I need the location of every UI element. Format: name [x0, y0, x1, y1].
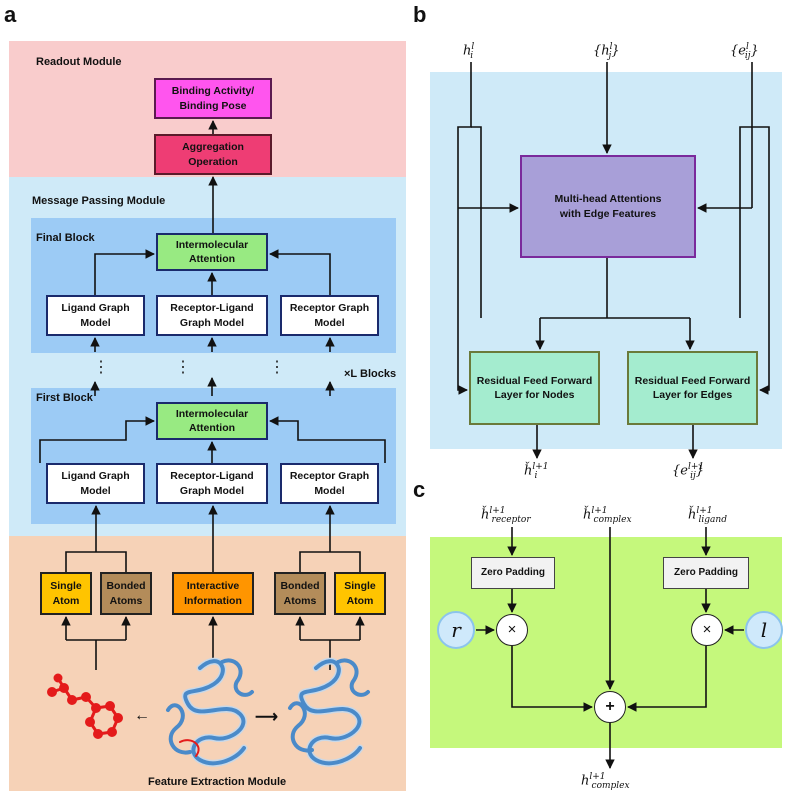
readout-module-title: Readout Module	[36, 56, 122, 68]
first-receptor-graph-box: Receptor Graph Model	[280, 463, 379, 504]
l-symbol: l	[745, 611, 783, 649]
final-receptor-ligand-graph-box: Receptor-Ligand Graph Model	[156, 295, 268, 336]
arrow-to-ligand: ←	[134, 707, 150, 724]
final-receptor-graph-box: Receptor Graph Model	[280, 295, 379, 336]
panel-b-letter: b	[413, 2, 427, 27]
node-ffn-box: Residual Feed Forward Layer for Nodes	[469, 351, 600, 425]
input-h-ligand: ȟl+1ligand	[688, 506, 727, 525]
multi-head-attention-box: Multi-head Attentions with Edge Features	[520, 155, 696, 258]
bonded-atoms-left-box: Bonded Atoms	[100, 572, 152, 615]
r-symbol: r	[437, 611, 475, 649]
bonded-atoms-right-box: Bonded Atoms	[274, 572, 326, 615]
ligand-molecule-icon	[47, 673, 123, 739]
single-atom-right-box: Single Atom	[334, 572, 386, 615]
dots-right: ⋮	[269, 359, 285, 376]
protein-complex-icon	[166, 657, 254, 767]
interactive-information-box: Interactive Information	[172, 572, 254, 615]
dots-middle: ⋮	[175, 359, 191, 376]
input-h-j: {hlj}	[593, 42, 620, 61]
blocks-label: ×L Blocks	[344, 368, 397, 380]
panel-c-letter: c	[413, 477, 426, 502]
feature-extraction-title: Feature Extraction Module	[148, 776, 287, 788]
input-h-complex: ȟl+1complex	[583, 506, 632, 525]
input-e-ij: {elij}	[730, 42, 759, 61]
edge-ffn-box: Residual Feed Forward Layer for Edges	[627, 351, 758, 425]
final-ligand-graph-box: Ligand Graph Model	[46, 295, 145, 336]
first-receptor-ligand-graph-box: Receptor-Ligand Graph Model	[156, 463, 268, 504]
first-ligand-graph-box: Ligand Graph Model	[46, 463, 145, 504]
binding-activity-box: Binding Activity/ Binding Pose	[154, 78, 272, 119]
single-atom-left-box: Single Atom	[40, 572, 92, 615]
final-attention-box: Intermolecular Attention	[156, 233, 268, 271]
dots-left: ⋮	[93, 359, 109, 376]
final-block-title: Final Block	[36, 232, 95, 244]
output-e-ij: {el+1ij}	[672, 462, 705, 481]
output-h-i: ȟl+1i	[524, 462, 549, 481]
aggregation-box: Aggregation Operation	[154, 134, 272, 175]
add-node: +	[594, 691, 626, 723]
first-attention-box: Intermolecular Attention	[156, 402, 268, 440]
zero-padding-left-box: Zero Padding	[471, 557, 555, 589]
zero-padding-right-box: Zero Padding	[663, 557, 749, 589]
multiply-right-node: ×	[691, 614, 723, 646]
output-h-complex: hl+1complex	[581, 772, 630, 791]
input-h-i: hli	[463, 42, 475, 61]
panel-a-letter: a	[4, 2, 17, 27]
message-passing-title: Message Passing Module	[32, 195, 166, 207]
first-block-title: First Block	[36, 392, 93, 404]
input-h-receptor: ȟl+1receptor	[481, 506, 531, 525]
arrow-to-receptor: ⟶	[255, 709, 278, 726]
multiply-left-node: ×	[496, 614, 528, 646]
protein-receptor-icon	[288, 657, 370, 767]
